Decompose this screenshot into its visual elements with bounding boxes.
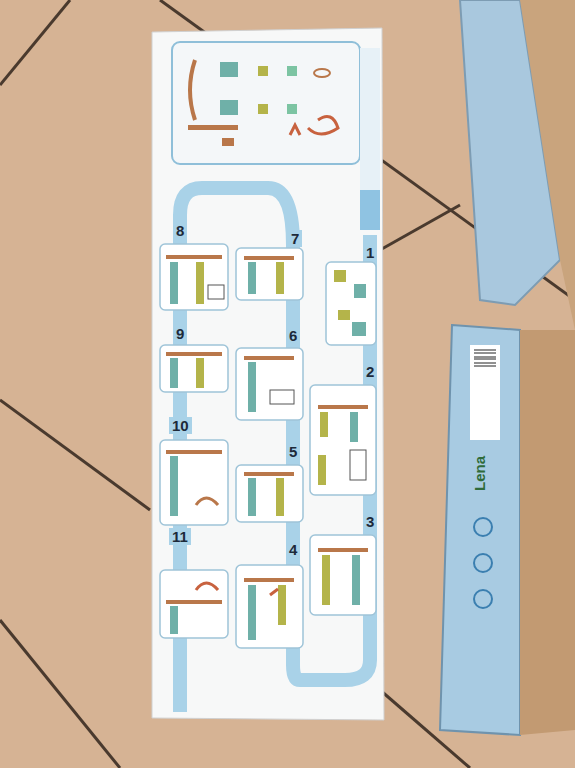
step-number: 11 xyxy=(169,528,191,545)
step-number: 4 xyxy=(286,541,300,558)
barcode-sticker xyxy=(470,345,500,440)
cardboard xyxy=(520,330,575,735)
side-strip-blue xyxy=(360,190,380,230)
step-number: 6 xyxy=(286,327,300,344)
brand-logo: Lena xyxy=(472,456,487,491)
step-panels xyxy=(160,244,376,648)
step-number: 9 xyxy=(173,325,187,342)
box-side xyxy=(440,325,520,735)
step-number: 10 xyxy=(169,417,192,434)
parts-illustration xyxy=(188,60,338,146)
step-illustrations xyxy=(166,255,368,640)
step-number: 7 xyxy=(288,230,302,247)
barcode xyxy=(474,350,496,366)
step-number: 2 xyxy=(363,363,377,380)
parts-panel xyxy=(172,42,360,164)
step-number: 5 xyxy=(286,443,300,460)
box-icons xyxy=(474,518,492,608)
step-number: 3 xyxy=(363,513,377,530)
step-number: 1 xyxy=(363,244,377,261)
instruction-sheet xyxy=(152,28,384,720)
cardboard xyxy=(520,0,575,330)
step-number: 8 xyxy=(173,222,187,239)
